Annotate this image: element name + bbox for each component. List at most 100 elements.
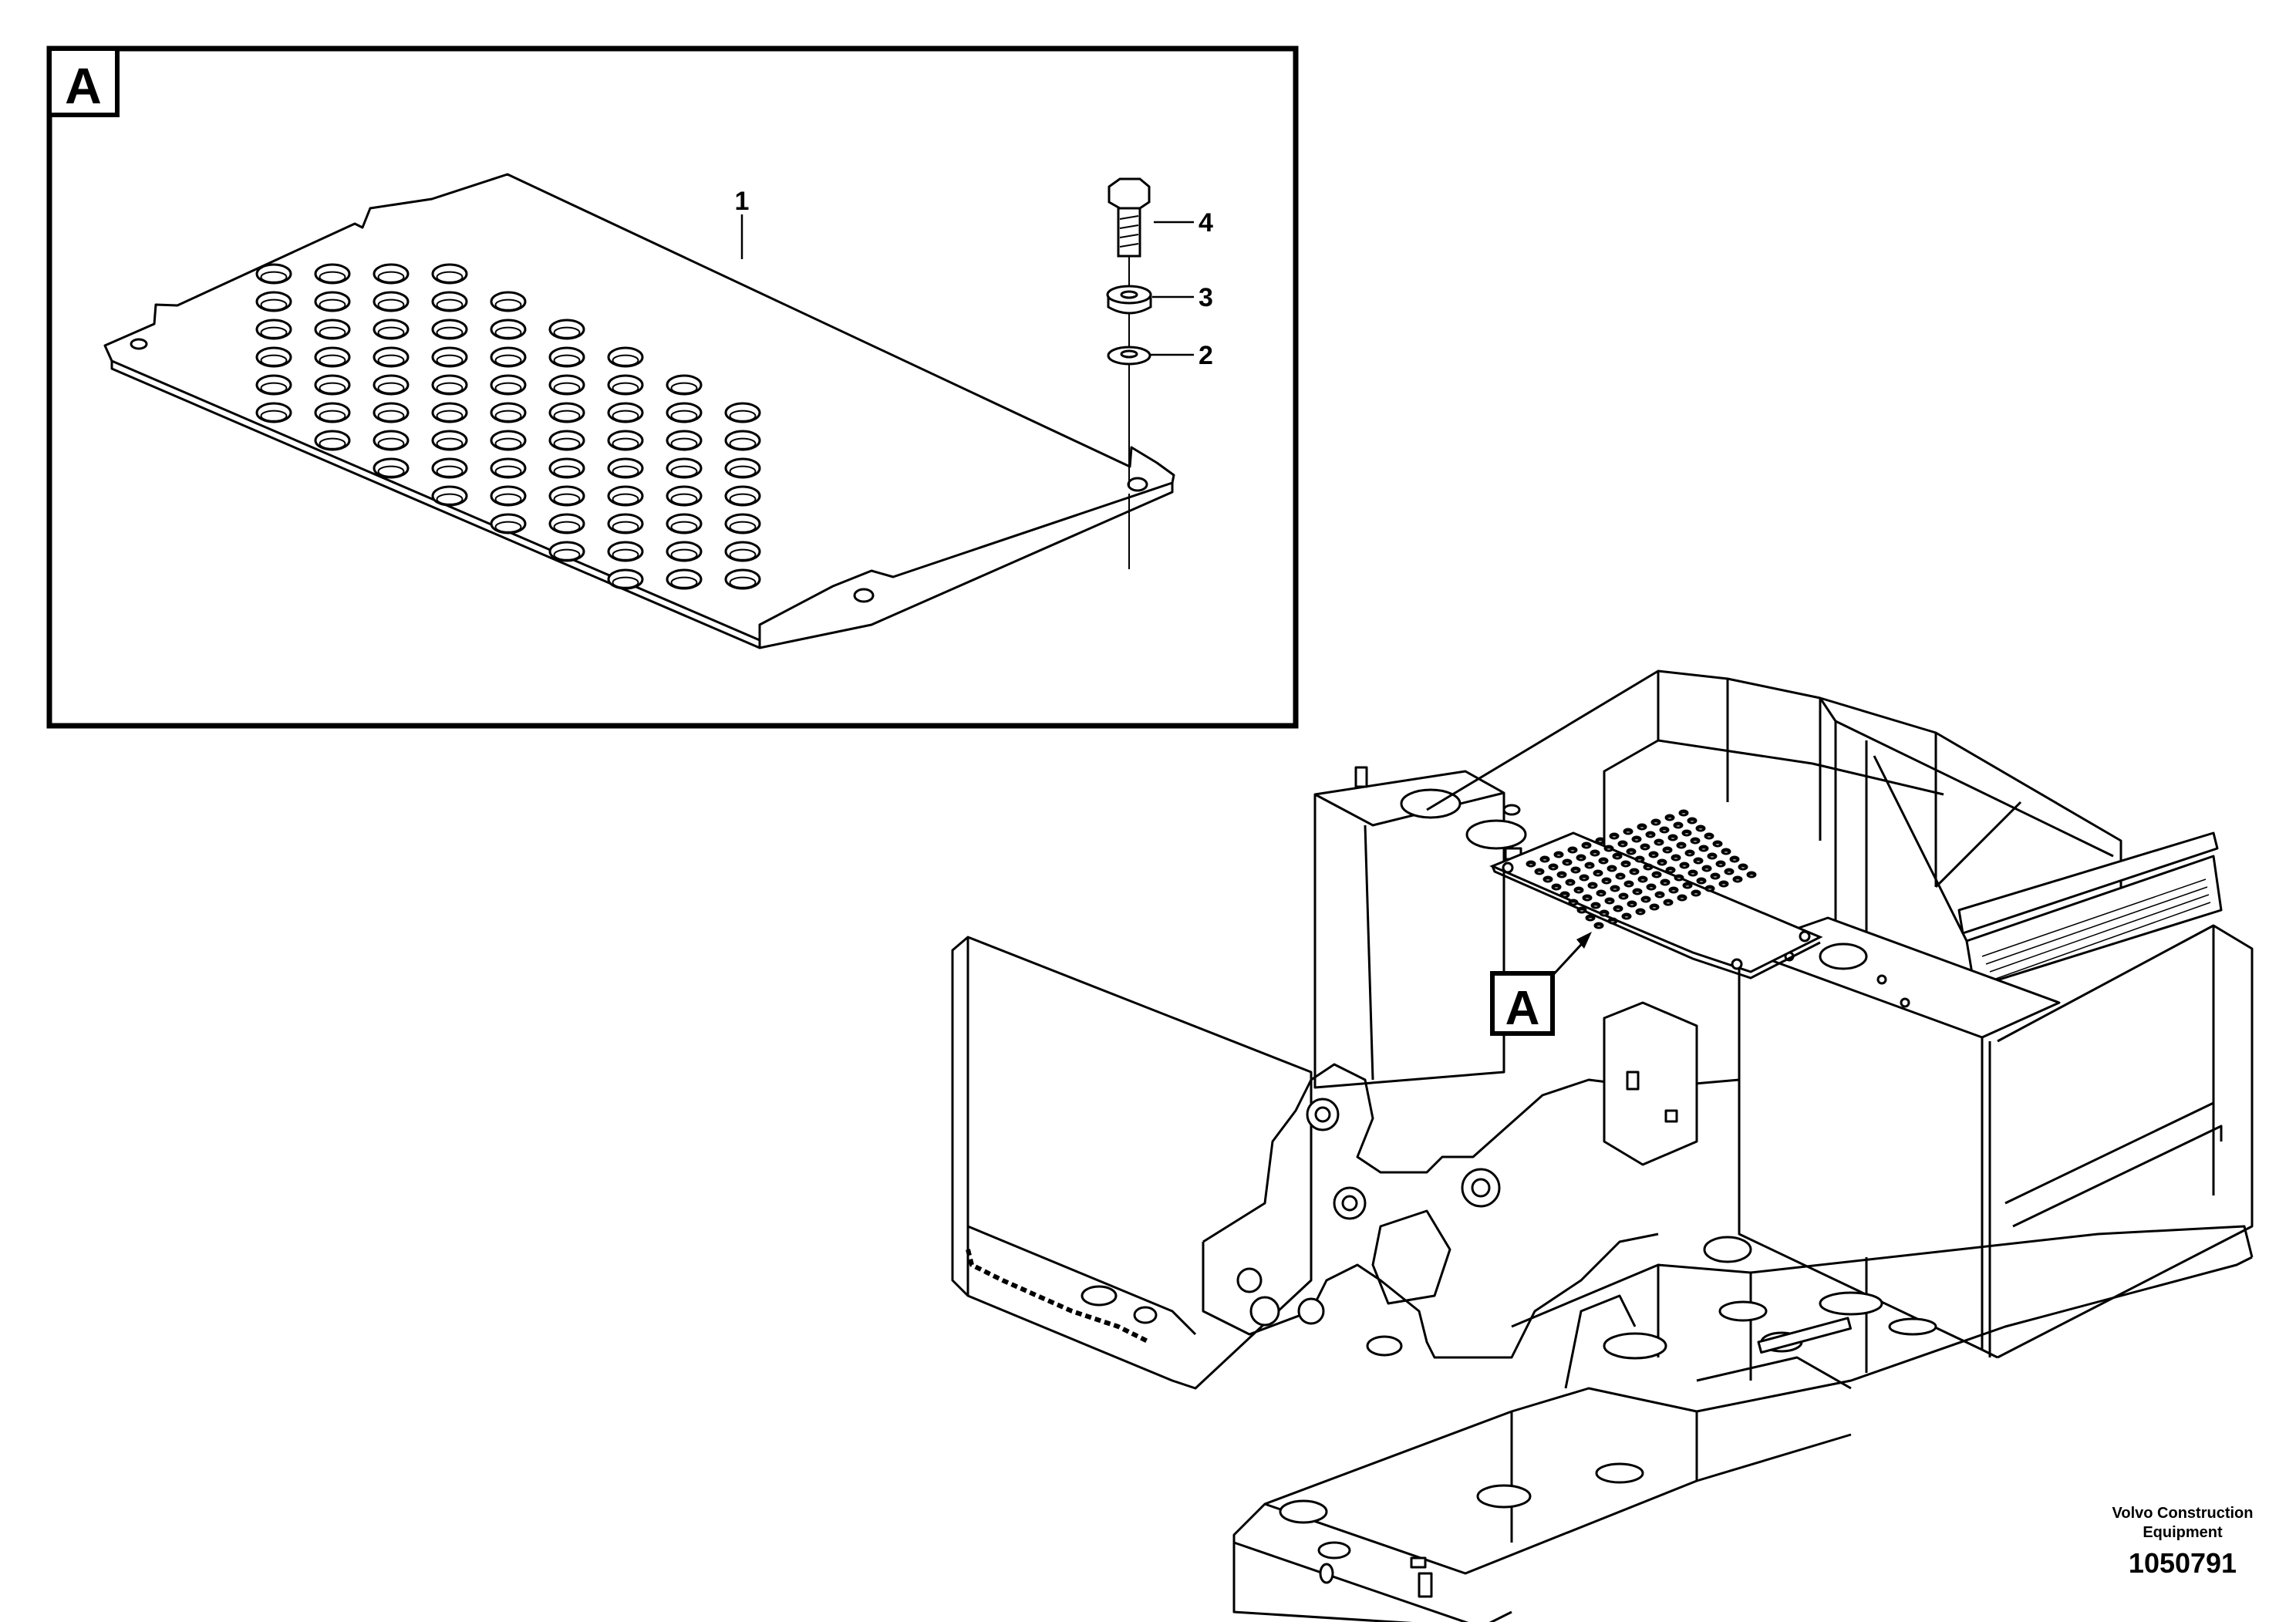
perforation-hole-rim bbox=[1717, 862, 1725, 867]
perforation-hole-rim bbox=[1674, 824, 1682, 828]
perforation-hole-rim bbox=[1688, 819, 1696, 824]
perforation-hole-rim bbox=[1672, 856, 1680, 861]
perforation-hole bbox=[490, 291, 527, 312]
perforation-hole-rim bbox=[1739, 865, 1747, 870]
perforation-hole-rim bbox=[1620, 895, 1627, 899]
perforation-hole-rim bbox=[729, 521, 757, 533]
perforation-hole bbox=[666, 374, 703, 396]
perforation-hole-rim bbox=[494, 326, 522, 339]
callout-1: 1 bbox=[735, 187, 750, 216]
perforation-hole-rim bbox=[1677, 844, 1685, 848]
callout-leaders bbox=[740, 214, 1194, 356]
perforation-hole bbox=[373, 263, 410, 285]
perforation-hole bbox=[373, 402, 410, 423]
callout-4: 4 bbox=[1199, 208, 1213, 238]
perforation-hole bbox=[431, 457, 468, 479]
perforation-hole bbox=[607, 374, 644, 396]
perforation-hole bbox=[490, 485, 527, 507]
perforation-hole-rim bbox=[1555, 853, 1563, 858]
perforation-hole-rim bbox=[1650, 905, 1658, 910]
perforation-hole-rim bbox=[1642, 898, 1650, 902]
perforation-hole bbox=[607, 457, 644, 479]
perforation-hole-rim bbox=[1527, 862, 1535, 867]
perforation-hole bbox=[724, 402, 761, 423]
perforation-hole-rim bbox=[1720, 882, 1728, 887]
perforation-hole bbox=[724, 541, 761, 562]
perforation-hole-rim bbox=[1692, 892, 1700, 896]
perforation-hole-rim bbox=[377, 326, 405, 339]
perforation-hole-rim bbox=[260, 326, 288, 339]
perforation-hole-rim bbox=[1572, 868, 1580, 873]
perforation-hole-rim bbox=[1591, 851, 1599, 856]
perforation-hole bbox=[373, 374, 410, 396]
perforation-hole-rim bbox=[670, 576, 698, 588]
perforation-hole-rim bbox=[494, 521, 522, 533]
perforation-hole-rim bbox=[670, 437, 698, 450]
perforation-hole-rim bbox=[1703, 867, 1711, 872]
perforation-hole bbox=[607, 513, 644, 534]
perforation-hole-rim bbox=[1644, 865, 1652, 870]
perforation-hole-rim bbox=[1666, 816, 1674, 821]
perforation-hole-rim bbox=[377, 271, 405, 283]
perforation-hole-rim bbox=[1614, 907, 1622, 912]
perforation-hole-rim bbox=[1577, 856, 1585, 861]
perforation-hole bbox=[724, 485, 761, 507]
perforation-hole-rim bbox=[612, 382, 639, 394]
perforation-hole bbox=[431, 346, 468, 368]
perforation-hole-rim bbox=[670, 382, 698, 394]
perforation-hole-rim bbox=[377, 354, 405, 366]
perforation-hole bbox=[373, 319, 410, 340]
callout-2: 2 bbox=[1199, 341, 1213, 370]
perforation-hole-rim bbox=[1670, 889, 1677, 893]
perforation-hole bbox=[666, 402, 703, 423]
perforation-hole-rim bbox=[1680, 811, 1687, 816]
perforation-hole bbox=[255, 291, 292, 312]
perforation-hole-rim bbox=[1627, 850, 1635, 855]
perforation-hole-rim bbox=[1583, 844, 1590, 848]
perforation-hole-rim bbox=[436, 271, 464, 283]
perforation-hole-rim bbox=[670, 410, 698, 422]
perforation-hole-rim bbox=[729, 576, 757, 588]
perforation-hole-rim bbox=[1683, 831, 1691, 836]
perforation-hole-rim bbox=[319, 298, 346, 311]
perforation-hole-rim bbox=[1561, 893, 1569, 898]
perforation-hole-rim bbox=[1667, 868, 1674, 873]
perforation-hole-rim bbox=[1609, 919, 1617, 924]
perforation-hole-rim bbox=[377, 465, 405, 477]
perforation-hole-rim bbox=[1597, 892, 1605, 896]
perforation-hole bbox=[431, 430, 468, 451]
perforation-hole bbox=[607, 541, 644, 562]
perforation-hole bbox=[666, 541, 703, 562]
perforation-hole bbox=[431, 319, 468, 340]
perforation-hole bbox=[666, 513, 703, 534]
perforation-hole-rim bbox=[1656, 893, 1664, 898]
perforation-hole bbox=[548, 430, 585, 451]
perforation-hole bbox=[373, 291, 410, 312]
perforation-hole-rim bbox=[436, 354, 464, 366]
perforation-hole-rim bbox=[1553, 885, 1560, 890]
perforation-hole-rim bbox=[319, 271, 346, 283]
perforation-hole-rim bbox=[1655, 841, 1663, 845]
perforation-hole-rim bbox=[1603, 879, 1610, 884]
perforation-hole bbox=[490, 346, 527, 368]
perforation-hole-rim bbox=[494, 382, 522, 394]
perforation-hole-rim bbox=[1580, 876, 1588, 881]
perforation-hole-rim bbox=[436, 382, 464, 394]
perforation-hole-rim bbox=[1608, 867, 1616, 872]
perforation-hole-rim bbox=[1619, 842, 1627, 847]
perforation-hole bbox=[724, 568, 761, 590]
perforation-hole-rim bbox=[729, 493, 757, 505]
spacer-icon bbox=[1106, 285, 1152, 315]
perforation-hole-rim bbox=[1622, 862, 1630, 867]
perforation-hole-rim bbox=[319, 354, 346, 366]
perforation-hole-rim bbox=[1705, 835, 1713, 839]
perforation-hole-rim bbox=[1544, 878, 1552, 882]
perforation-hole-rim bbox=[1697, 827, 1704, 831]
perforation-hole-rim bbox=[1563, 861, 1571, 865]
perforation-hole bbox=[607, 402, 644, 423]
perforation-hole bbox=[666, 485, 703, 507]
perforation-hole-rim bbox=[553, 548, 581, 561]
perforation-hole-rim bbox=[612, 437, 639, 450]
perforation-hole bbox=[314, 346, 351, 368]
perforation-hole-rim bbox=[1698, 879, 1705, 884]
